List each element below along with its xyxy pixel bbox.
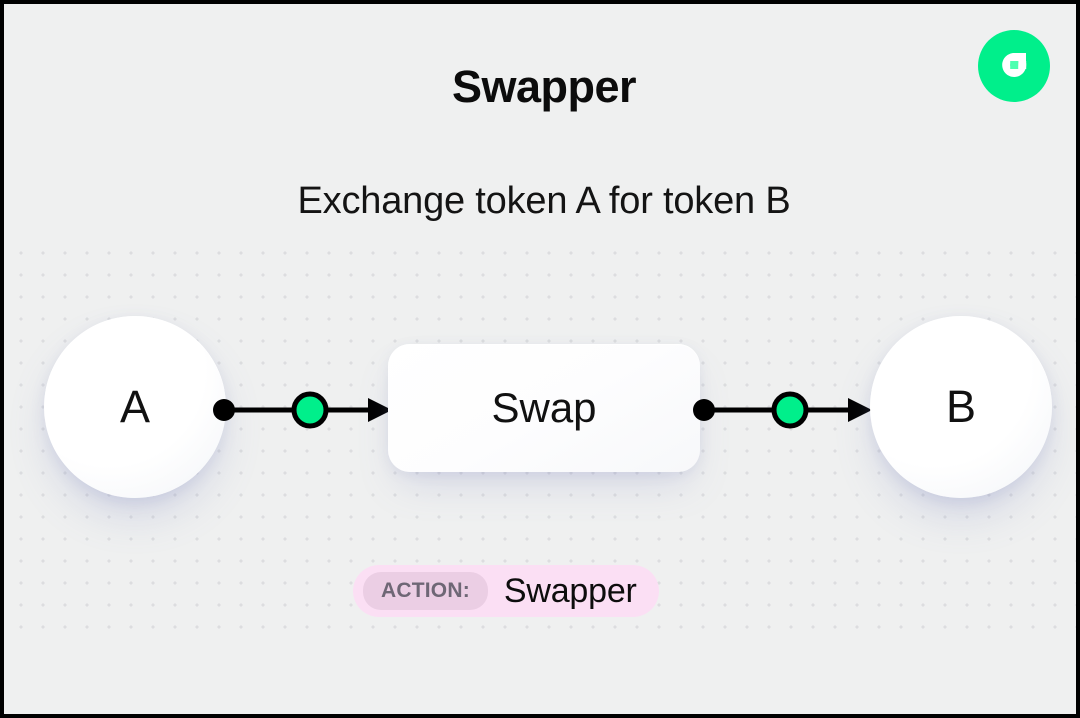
- connector-source-dot: [693, 399, 715, 421]
- connector-swap-to-b: [690, 388, 872, 432]
- page-subtitle: Exchange token A for token B: [297, 180, 791, 222]
- page-title: Swapper: [451, 61, 637, 112]
- status-badge-label: ACTION:: [363, 572, 488, 610]
- node-token-b-label: B: [945, 381, 976, 432]
- status-badge-value: Swapper: [503, 571, 637, 610]
- connector-accent-dot: [291, 391, 329, 429]
- swap-flow-diagram: A Swap: [4, 236, 1076, 566]
- status-badge: ACTION: Swapper: [353, 565, 659, 617]
- node-token-b[interactable]: B: [870, 316, 1052, 498]
- connector-source-dot: [213, 399, 235, 421]
- flow-logo-icon: [978, 30, 1050, 102]
- node-token-a[interactable]: A: [44, 316, 226, 498]
- node-swap[interactable]: Swap: [388, 344, 700, 472]
- connector-a-to-swap: [210, 388, 392, 432]
- connector-accent-dot: [771, 391, 809, 429]
- node-token-a-label: A: [119, 381, 150, 432]
- node-swap-label: Swap: [491, 384, 597, 431]
